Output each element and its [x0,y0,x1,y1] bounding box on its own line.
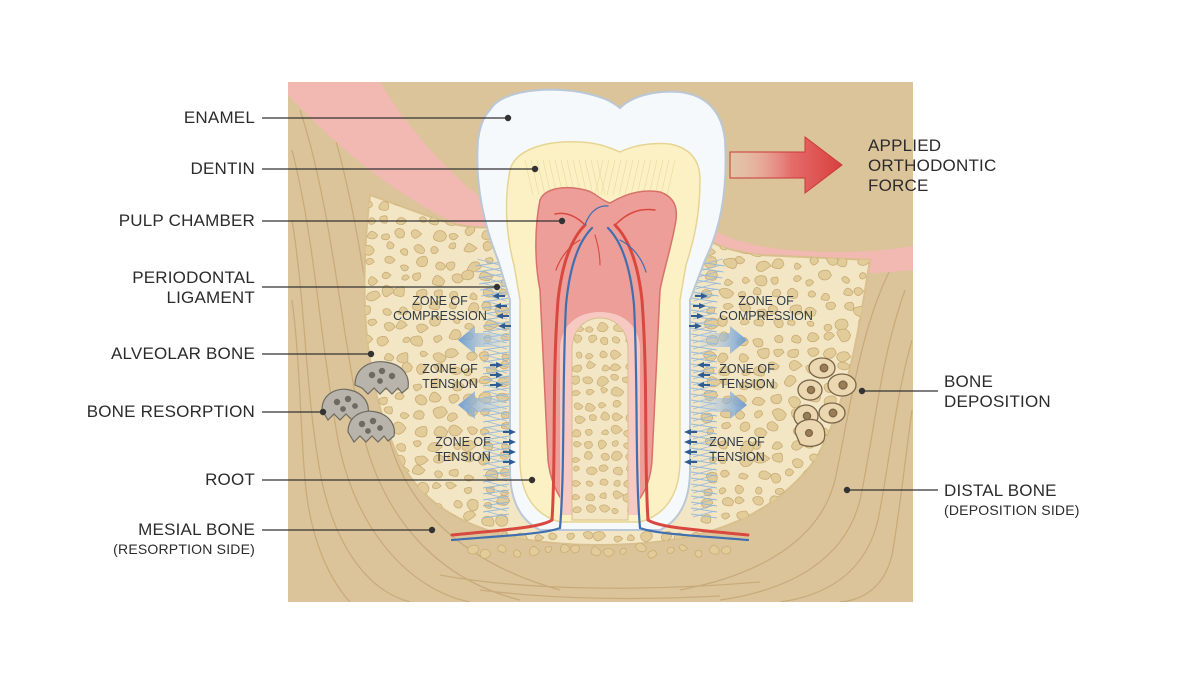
zone-right-compression: ZONE OF COMPRESSION [716,294,816,324]
label-force-line-3: FORCE [868,176,929,195]
tooth [450,88,750,542]
zone-right-compression-line-2: COMPRESSION [719,309,813,323]
label-applied-force: APPLIED ORTHODONTIC FORCE [868,136,996,196]
label-periodontal-line-1: PERIODONTAL [132,268,255,287]
zone-left-compression-line-1: ZONE OF [412,294,468,308]
label-periodontal-ligament: PERIODONTAL LIGAMENT [132,268,255,308]
blood-vessels [450,205,750,542]
gum-left [288,82,515,248]
compression-arrows [458,326,747,419]
label-alveolar-bone: ALVEOLAR BONE [110,344,255,363]
label-pulp-chamber: PULP CHAMBER [118,211,255,230]
zone-right-compression-line-1: ZONE OF [738,294,794,308]
label-bone-deposition: BONE DEPOSITION [944,372,1051,412]
label-mesial-bone: MESIAL BONE (RESORPTION SIDE) [113,520,255,558]
zone-left-tension-2-line-1: ZONE OF [435,435,491,449]
zone-right-tension-2-line-1: ZONE OF [709,435,765,449]
zone-left-tension-1-line-1: ZONE OF [422,362,478,376]
bone-grain-lines [291,109,913,602]
label-mesial-bone-sub: (RESORPTION SIDE) [113,541,255,557]
orthodontic-force-arrow [729,135,843,195]
label-mesial-bone-title: MESIAL BONE [138,520,255,539]
zone-right-tension-1: ZONE OF TENSION [702,362,792,392]
zone-left-compression-line-2: COMPRESSION [393,309,487,323]
label-dentin: DENTIN [190,159,255,178]
label-deposition-line-1: BONE [944,372,993,391]
zone-right-tension-2: ZONE OF TENSION [692,435,782,465]
label-distal-bone-title: DISTAL BONE [944,481,1057,500]
zone-left-tension-1-line-2: TENSION [422,377,478,391]
label-bone-resorption: BONE RESORPTION [86,402,255,421]
label-deposition-line-2: DEPOSITION [944,392,1051,411]
zone-left-tension-2: ZONE OF TENSION [418,435,508,465]
leader-lines [262,114,938,534]
zone-right-tension-2-line-2: TENSION [709,450,765,464]
zone-right-tension-1-line-1: ZONE OF [719,362,775,376]
osteoclast-cells [321,361,409,443]
label-distal-bone-sub: (DEPOSITION SIDE) [944,502,1080,518]
zone-right-tension-1-line-2: TENSION [719,377,775,391]
label-distal-bone: DISTAL BONE (DEPOSITION SIDE) [944,481,1080,519]
label-periodontal-line-2: LIGAMENT [166,288,255,307]
label-enamel: ENAMEL [183,108,255,127]
zone-left-compression: ZONE OF COMPRESSION [390,294,490,324]
label-root: ROOT [205,470,255,489]
osteoblast-cells [793,357,857,447]
label-force-line-1: APPLIED [868,136,942,155]
zone-left-tension-1: ZONE OF TENSION [405,362,495,392]
zone-left-tension-2-line-2: TENSION [435,450,491,464]
label-force-line-2: ORTHODONTIC [868,156,997,175]
